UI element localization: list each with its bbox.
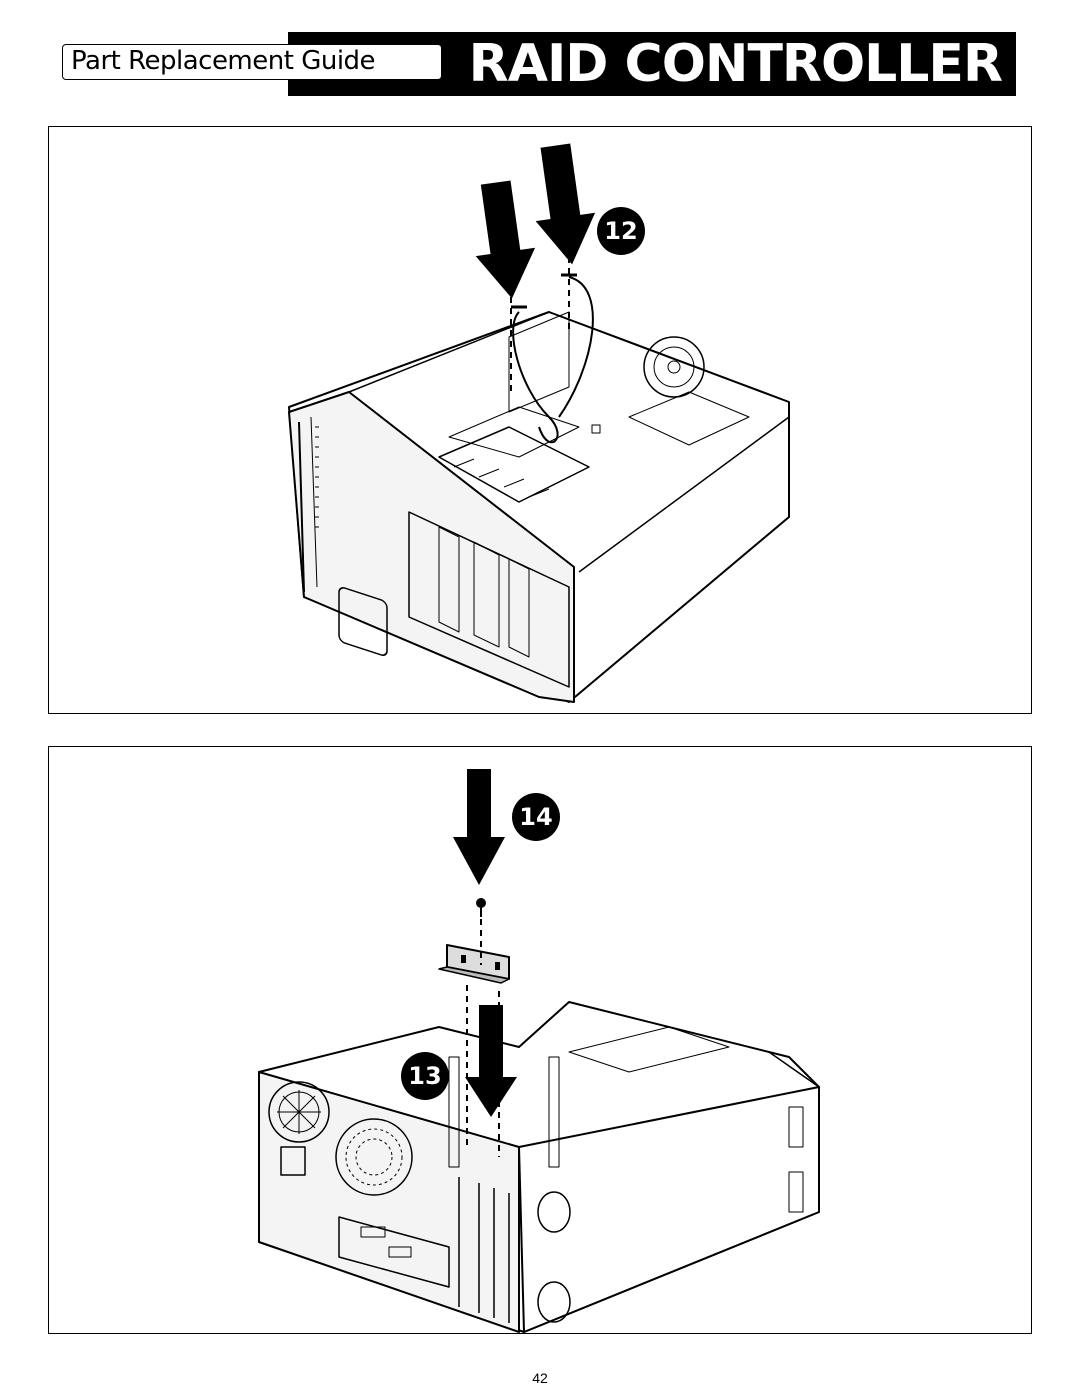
chassis-rear-illustration bbox=[258, 769, 820, 1333]
guide-label: Part Replacement Guide bbox=[71, 46, 376, 76]
illustration-panel-2: 14 13 bbox=[48, 746, 1032, 1334]
chassis-interior-illustration bbox=[288, 143, 790, 703]
step-badge-13: 13 bbox=[401, 1052, 449, 1100]
step-badge-12: 12 bbox=[597, 207, 645, 255]
illustration-panel-1: 12 bbox=[48, 126, 1032, 714]
guide-label-box: Part Replacement Guide bbox=[62, 44, 442, 80]
page-title: RAID CONTROLLER bbox=[468, 34, 1003, 94]
page-number: 42 bbox=[532, 1370, 548, 1386]
step-badge-14: 14 bbox=[512, 793, 560, 841]
